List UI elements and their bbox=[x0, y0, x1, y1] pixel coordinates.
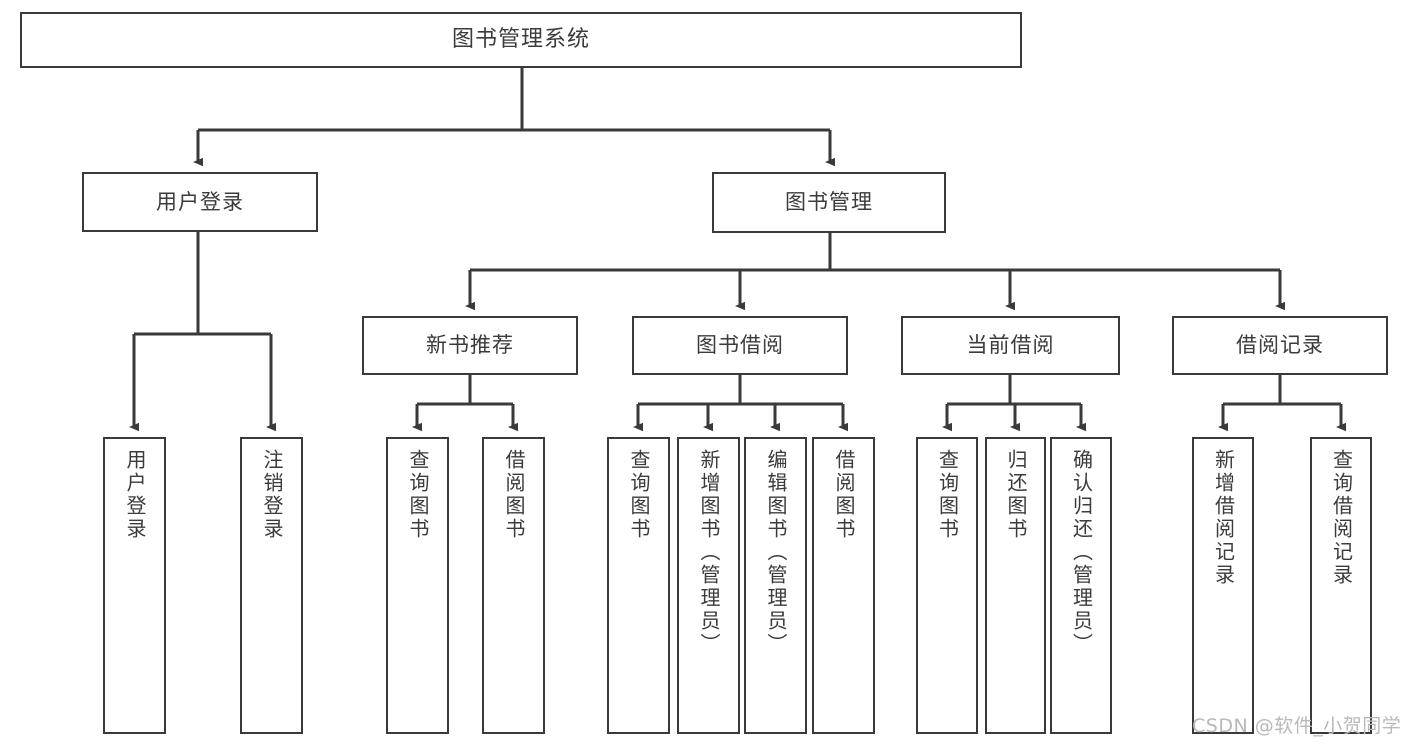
node-user-login[interactable]: 用户登录 bbox=[82, 172, 318, 232]
leaf-search-book-borrow[interactable]: 查询图书 bbox=[607, 437, 670, 734]
leaf-confirm-return-admin[interactable]: 确认归还（管理员） bbox=[1050, 437, 1112, 734]
leaf-label: 注销登录 bbox=[260, 449, 284, 541]
leaf-search-borrow-record[interactable]: 查询借阅记录 bbox=[1310, 437, 1372, 734]
leaf-label: 借阅图书 bbox=[502, 449, 526, 541]
leaf-label: 用户登录 bbox=[123, 449, 147, 541]
leaf-label: 确认归还（管理员） bbox=[1069, 449, 1094, 656]
leaf-label: 归还图书 bbox=[1004, 449, 1028, 541]
leaf-label: 查询图书 bbox=[627, 449, 651, 541]
leaf-search-book-current[interactable]: 查询图书 bbox=[916, 437, 978, 734]
leaf-label: 新增借阅记录 bbox=[1211, 449, 1236, 587]
leaf-label: 新增图书（管理员） bbox=[697, 449, 721, 656]
leaf-user-logout[interactable]: 注销登录 bbox=[240, 437, 303, 734]
leaf-label: 查询图书 bbox=[406, 449, 430, 541]
leaf-user-login[interactable]: 用户登录 bbox=[103, 437, 166, 734]
leaf-label: 编辑图书（管理员） bbox=[764, 449, 788, 656]
node-book-borrow[interactable]: 图书借阅 bbox=[632, 316, 848, 375]
node-new-book-recommend[interactable]: 新书推荐 bbox=[362, 316, 578, 375]
leaf-search-book-recommend[interactable]: 查询图书 bbox=[386, 437, 449, 734]
node-borrow-record[interactable]: 借阅记录 bbox=[1172, 316, 1388, 375]
node-book-management[interactable]: 图书管理 bbox=[712, 172, 946, 233]
leaf-edit-book-admin[interactable]: 编辑图书（管理员） bbox=[744, 437, 807, 734]
leaf-label: 借阅图书 bbox=[832, 449, 856, 541]
csdn-watermark: CSDN @软件_小贺同学 bbox=[1192, 715, 1402, 737]
node-root-system[interactable]: 图书管理系统 bbox=[20, 12, 1022, 68]
leaf-label: 查询借阅记录 bbox=[1329, 449, 1354, 587]
leaf-label: 查询图书 bbox=[935, 449, 960, 541]
leaf-add-borrow-record[interactable]: 新增借阅记录 bbox=[1192, 437, 1254, 734]
leaf-borrow-book-recommend[interactable]: 借阅图书 bbox=[482, 437, 545, 734]
leaf-add-book-admin[interactable]: 新增图书（管理员） bbox=[677, 437, 740, 734]
node-current-borrow[interactable]: 当前借阅 bbox=[901, 316, 1120, 375]
leaf-return-book[interactable]: 归还图书 bbox=[985, 437, 1046, 734]
leaf-borrow-book[interactable]: 借阅图书 bbox=[812, 437, 875, 734]
